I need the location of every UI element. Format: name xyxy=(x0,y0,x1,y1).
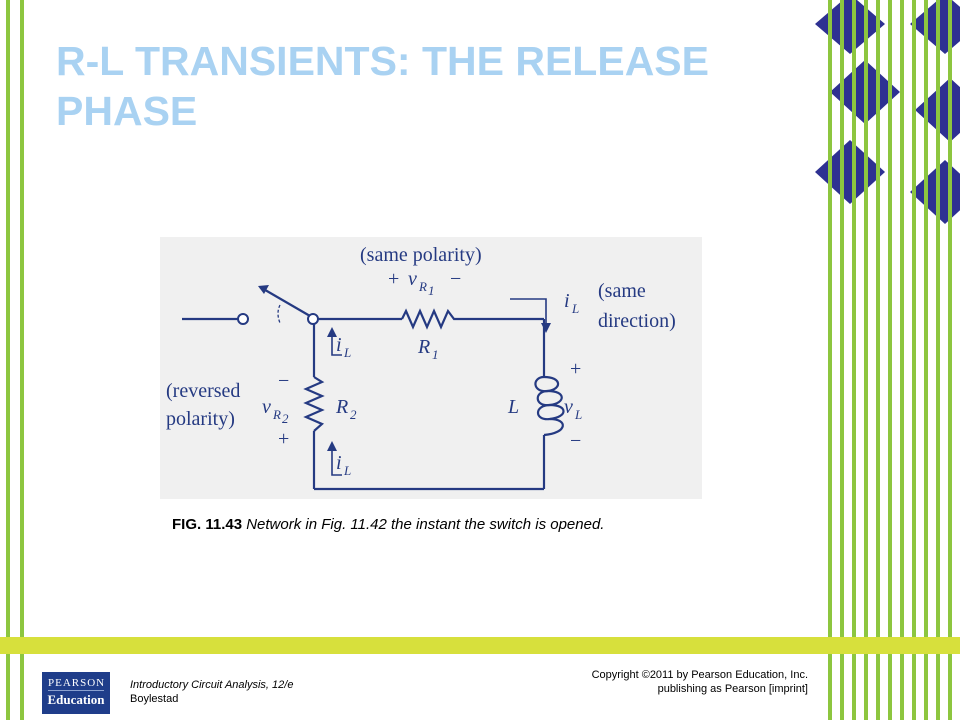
label-il-top-i: i xyxy=(564,290,570,312)
left-decorative-bars xyxy=(6,0,24,720)
pearson-logo: PEARSON Education xyxy=(42,672,110,714)
label-vr2-plus: + xyxy=(278,428,289,450)
label-r2-R: R xyxy=(335,396,348,418)
copyright-line: Copyright ©2011 by Pearson Education, In… xyxy=(591,669,808,681)
label-r1-sub: 1 xyxy=(432,347,439,362)
label-r1-R: R xyxy=(417,336,430,358)
label-vl-plus: + xyxy=(570,358,581,380)
publisher-line: publishing as Pearson [imprint] xyxy=(657,683,808,695)
label-vl-minus: − xyxy=(570,430,581,452)
terminal-right xyxy=(307,313,319,325)
inductor-l xyxy=(534,375,565,437)
terminal-left xyxy=(237,313,249,325)
current-arrows xyxy=(327,298,551,476)
label-vr2-minus: − xyxy=(278,370,289,392)
label-r2-sub: 2 xyxy=(350,407,357,422)
label-vl-sub: L xyxy=(574,407,582,422)
label-il-mid-i: i xyxy=(336,334,342,356)
slide-title: R-L TRANSIENTS: THE RELEASE PHASE xyxy=(56,38,709,134)
logo-line-2: Education xyxy=(47,692,105,707)
label-reversed-polarity-1: (reversed xyxy=(166,380,240,402)
book-title: Introductory Circuit Analysis, 12/e xyxy=(130,679,294,691)
circuit-diagram: (same polarity) + v R 1 − R 1 i L (same … xyxy=(166,244,676,491)
label-il-bottom-i: i xyxy=(336,452,342,474)
label-vr1-v: v xyxy=(408,268,417,290)
label-vr1-plus: + xyxy=(388,268,399,290)
open-switch xyxy=(258,285,311,324)
label-same-direction-2: direction) xyxy=(598,310,676,332)
label-il-top-sub: L xyxy=(571,301,579,316)
label-vr2-v: v xyxy=(262,396,271,418)
caption-text: Network in Fig. 11.42 the instant the sw… xyxy=(242,516,605,533)
label-reversed-polarity-2: polarity) xyxy=(166,408,235,430)
footer-divider-bar xyxy=(0,637,960,654)
label-il-mid-sub: L xyxy=(343,345,351,360)
label-vr2-sub-num: 2 xyxy=(282,411,289,426)
right-decorative-pattern xyxy=(815,0,960,720)
circuit-figure-background xyxy=(160,237,702,499)
resistor-r2 xyxy=(303,376,325,432)
circuit-wires xyxy=(182,317,546,491)
figure-caption: FIG. 11.43 Network in Fig. 11.42 the ins… xyxy=(172,514,672,536)
footer-book-info: Introductory Circuit Analysis, 12/e Boyl… xyxy=(130,678,293,706)
resistor-r1 xyxy=(401,308,458,330)
label-vr2-sub: R xyxy=(272,407,281,422)
label-same-direction-1: (same xyxy=(598,280,646,302)
caption-label: FIG. 11.43 xyxy=(172,516,243,533)
footer-copyright: Copyright ©2011 by Pearson Education, In… xyxy=(520,668,808,696)
label-vr1-sub: R xyxy=(418,279,427,294)
label-vr1-sub-num: 1 xyxy=(428,283,435,298)
book-author: Boylestad xyxy=(130,693,179,705)
label-il-bottom-sub: L xyxy=(343,463,351,478)
label-vl-v: v xyxy=(564,396,573,418)
label-same-polarity: (same polarity) xyxy=(360,244,482,266)
label-inductor-L: L xyxy=(507,396,519,418)
label-vr1-minus: − xyxy=(450,268,461,290)
logo-line-1: PEARSON xyxy=(48,672,104,691)
